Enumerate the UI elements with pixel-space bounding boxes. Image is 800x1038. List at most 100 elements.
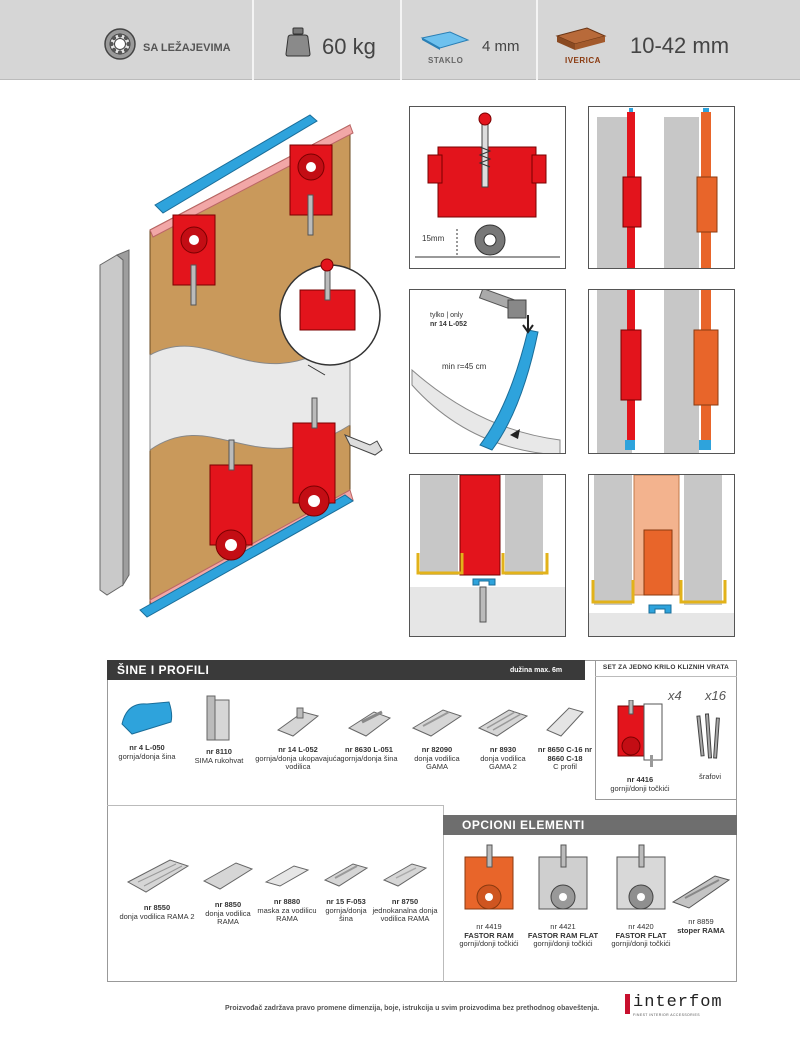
- catalog-optional-divider: [443, 805, 444, 982]
- rail-l051-icon: [347, 710, 392, 737]
- header-divider: [252, 0, 254, 80]
- item-code: nr 8930: [489, 745, 517, 754]
- item-desc: gornja/donja šina: [340, 753, 398, 763]
- diagram-bottom-chipboard: [588, 474, 735, 637]
- item-code: nr 4419: [476, 922, 502, 931]
- header-divider: [536, 0, 538, 80]
- brand-logo: interfom: [633, 993, 723, 1012]
- weight-icon: [285, 27, 311, 57]
- catalog-title: ŠINE I PROFILI: [117, 663, 210, 677]
- rama-mask-icon: [264, 865, 310, 887]
- catalog-header-bar: [107, 660, 585, 680]
- rama-guide-icon: [202, 862, 254, 890]
- item-desc: donja vodilica GAMA 2: [480, 753, 526, 771]
- rail-f053-icon: [323, 863, 369, 887]
- item-desc: gornji/donji točkići: [610, 783, 670, 793]
- chipboard-thickness: 10-42 mm: [630, 33, 730, 58]
- header-divider: [400, 0, 402, 80]
- glass-label: STAKLO: [428, 56, 464, 65]
- stopper-rama-icon: [671, 875, 731, 909]
- item-desc: gornji/donji točkići: [459, 939, 519, 948]
- item-code: nr 4 L-050: [129, 743, 165, 752]
- gama2-guide-icon: [477, 709, 529, 737]
- item-code: nr 8750: [391, 897, 419, 906]
- radius-label: min r=45 cm: [442, 362, 487, 371]
- screws-icon: [696, 713, 720, 759]
- item-code: nr 4416: [626, 775, 654, 784]
- screws-quantity: x16: [705, 688, 726, 703]
- item-desc: gornji/donji točkići: [611, 939, 671, 948]
- item-name: FASTOR RAM FLAT: [527, 930, 599, 940]
- gama-guide-icon: [411, 709, 463, 737]
- brand-mark: [625, 994, 630, 1014]
- catalog-row-divider: [107, 805, 443, 806]
- item-desc: jednokanalna donja vodilica RAMA: [372, 905, 438, 923]
- fastor-flat-icon: [616, 844, 666, 910]
- item-desc: donja vodilica GAMA: [414, 753, 460, 771]
- bearing-label: SA LEŽAJEVIMA: [143, 42, 231, 54]
- item-desc: C profil: [553, 762, 577, 771]
- item-code: nr 4421: [550, 922, 576, 931]
- diagram-clearance: 15mm: [409, 106, 566, 269]
- set-screws-item[interactable]: šrafovi: [690, 712, 730, 782]
- item-desc: gornja/donja šina: [325, 905, 367, 923]
- item-code: nr 8630 L-051: [345, 745, 393, 754]
- diagram-mid-profile: [588, 289, 735, 454]
- item-desc: gornja/donja šina: [118, 751, 176, 761]
- fastor-ram-flat-icon: [538, 844, 588, 910]
- item-desc: donja vodilica RAMA 2: [119, 911, 195, 921]
- handle-profile-icon: [206, 695, 230, 741]
- item-code: nr 8880: [273, 897, 301, 906]
- rail-l050-icon: [121, 701, 173, 735]
- item-desc: maska za vodilicu RAMA: [257, 905, 317, 923]
- item-name: FASTOR FLAT: [615, 930, 667, 940]
- item-code: nr 4420: [628, 922, 654, 931]
- item-name: FASTOR RAM: [464, 930, 514, 940]
- brand-tagline: FINEST INTERIOR ACCESSORIES: [633, 1013, 700, 1017]
- optional-header-bar: [443, 815, 737, 835]
- chipboard-icon: [555, 27, 607, 50]
- recessed-guide-icon: [276, 707, 320, 737]
- item-name: stoper RAMA: [677, 925, 725, 935]
- item-desc: šrafovi: [698, 772, 722, 781]
- rama2-guide-icon: [126, 859, 190, 893]
- item-desc: donja vodilica RAMA: [205, 908, 251, 926]
- item-code: nr 82090: [421, 745, 453, 754]
- door-assembly-illustration: [99, 114, 383, 618]
- c-profile-icon: [546, 707, 584, 737]
- catalog-max-length: dužina max. 6m: [510, 667, 563, 674]
- disclaimer: Proizvođač zadržava pravo promene dimenz…: [225, 1005, 600, 1012]
- glass-thickness: 4 mm: [482, 38, 520, 55]
- item-code: nr 8550: [143, 903, 171, 912]
- bearing-icon: [104, 28, 136, 60]
- chipboard-label: IVERICA: [565, 56, 601, 65]
- item-code: nr 8110: [206, 747, 232, 756]
- diagram-top-profile: [588, 106, 735, 269]
- wheels-quantity: x4: [668, 688, 682, 703]
- item-code: nr 8650 C-16 nr 8660 C-18: [537, 745, 593, 763]
- item-code: nr 15 F-053: [326, 897, 366, 906]
- spec-header: SA LEŽAJEVIMA 60 kg STAKLO 4 mm IVERICA …: [0, 0, 800, 80]
- diagram-rail-bend: tylko | only nr 14 L-052 min r=45 cm: [409, 289, 566, 454]
- set-title: SET ZA JEDNO KRILO KLIZNIH VRATA: [602, 664, 730, 671]
- clearance-label: 15mm: [422, 234, 445, 243]
- glass-icon: [420, 31, 470, 50]
- only-label-1: tylko | only: [430, 312, 463, 319]
